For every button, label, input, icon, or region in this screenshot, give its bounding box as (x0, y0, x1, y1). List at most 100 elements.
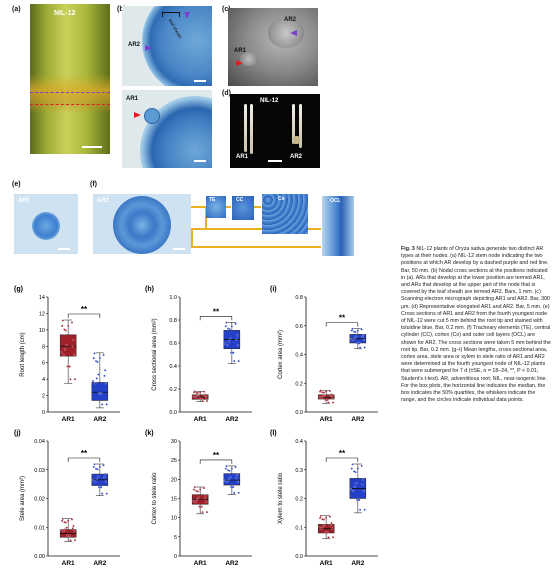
data-point (192, 395, 195, 398)
panel-label: (h) (145, 286, 154, 293)
data-point (205, 500, 208, 503)
panel-label: (i) (270, 286, 277, 293)
ar2-arrow-top (184, 12, 190, 19)
data-point (330, 521, 333, 525)
ar1-label-b: AR1 (126, 96, 139, 102)
data-point (353, 485, 356, 488)
x-tick-label: AR1 (320, 560, 333, 567)
data-point (237, 491, 240, 494)
data-point (67, 519, 70, 522)
data-point (233, 360, 236, 363)
y-tick-label: 0.0 (295, 554, 303, 560)
nodal-section-upper: leaf sheath AR2 (122, 6, 212, 86)
data-point (363, 346, 366, 349)
panel-label-e: (e) (12, 181, 21, 188)
ocl-inset: OCL (322, 196, 354, 256)
x-tick-label: AR1 (194, 560, 207, 567)
data-point (227, 478, 230, 481)
data-point (205, 511, 209, 514)
data-point (350, 329, 353, 332)
data-point (322, 525, 325, 528)
panel-label: (j) (14, 430, 21, 437)
connector (191, 246, 321, 248)
data-point (102, 464, 105, 467)
panel-label-a: (a) (12, 6, 21, 13)
x-tick-label: AR2 (225, 560, 238, 567)
data-point (105, 403, 108, 406)
ar2-label-f: AR2 (97, 198, 110, 204)
data-point (361, 483, 364, 486)
data-point (351, 463, 354, 466)
y-tick-label: 0.04 (34, 439, 45, 445)
data-point (224, 325, 227, 328)
x-tick-label: AR2 (93, 416, 106, 423)
y-axis-label: Xylem to stele ratio (278, 472, 284, 524)
te-label: TE (209, 197, 216, 203)
data-point (65, 526, 68, 529)
data-point (193, 486, 196, 489)
data-point (104, 382, 108, 385)
figure-caption: Fig. 3 NIL-12 plants of Oryza sativa gen… (401, 246, 551, 404)
y-tick-label: 0.0 (169, 410, 177, 416)
co-label: Co (278, 196, 285, 202)
y-tick-label: 10 (39, 328, 45, 334)
data-point (233, 491, 236, 494)
data-point (223, 342, 227, 345)
y-tick-label: 30 (171, 439, 177, 445)
y-tick-label: 0.8 (169, 318, 177, 324)
panel-a-title: NIL-12 (54, 10, 76, 17)
data-point (232, 485, 235, 489)
data-point (331, 536, 335, 539)
x-tick-label: AR2 (351, 416, 364, 423)
x-tick-label: AR1 (62, 416, 75, 423)
y-tick-label: 0.01 (34, 525, 45, 531)
data-point (68, 365, 71, 368)
y-tick-label: 0 (42, 410, 45, 416)
y-tick-label: 0.1 (295, 525, 303, 531)
data-point (98, 356, 101, 360)
stem-node-photo: NIL-12 (30, 4, 110, 154)
significance-label: ** (81, 305, 88, 314)
data-point (97, 475, 100, 478)
data-point (328, 515, 332, 518)
data-point (92, 357, 95, 360)
data-point (192, 391, 196, 394)
data-point (355, 335, 358, 338)
data-point (355, 482, 358, 485)
data-point (94, 382, 97, 385)
data-point (359, 508, 362, 511)
significance-label: ** (213, 451, 220, 460)
data-point (331, 527, 334, 530)
data-point (349, 337, 353, 341)
data-point (100, 486, 103, 489)
data-point (322, 391, 325, 394)
panel-label-f: (f) (90, 181, 97, 188)
panel-label: (l) (270, 430, 277, 437)
box (91, 382, 109, 401)
data-point (104, 472, 107, 476)
nodal-section-lower: AR1 (122, 90, 212, 168)
data-point (362, 338, 366, 341)
data-point (64, 521, 67, 524)
data-point (362, 489, 366, 493)
scale-bar (268, 160, 282, 162)
data-point (72, 524, 75, 527)
te-inset: TE (206, 196, 226, 218)
panel-d-title: NIL-12 (260, 98, 279, 104)
panel-label: (g) (14, 286, 23, 293)
data-point (196, 498, 199, 501)
data-point (192, 499, 195, 502)
data-point (236, 334, 239, 337)
data-point (71, 527, 74, 530)
scale-bar (173, 248, 185, 250)
data-point (73, 539, 77, 542)
data-point (319, 514, 322, 518)
ar1-arrow (134, 112, 141, 118)
x-tick-label: AR2 (351, 560, 364, 567)
data-point (331, 401, 335, 404)
x-tick-label: AR1 (320, 416, 333, 423)
data-point (63, 328, 66, 331)
data-point (322, 518, 325, 521)
data-point (331, 396, 334, 399)
